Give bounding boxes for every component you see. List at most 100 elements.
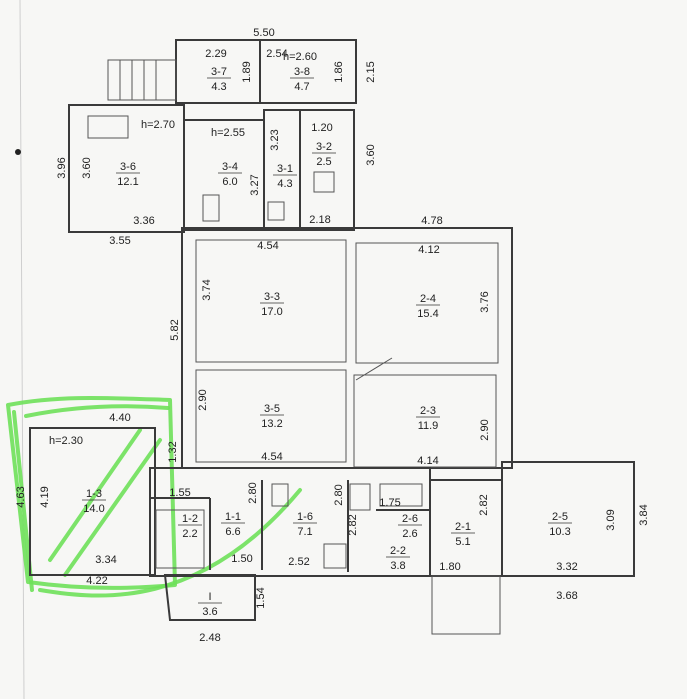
room-number: 2-6	[402, 513, 418, 525]
dimension-label: 3.36	[133, 215, 154, 227]
room-label-1-2: 1-22.2	[178, 513, 202, 540]
room-label-2-6: 2-62.6	[398, 513, 422, 540]
room-area: 17.0	[261, 306, 282, 318]
room-label-3-6: 3-612.1	[116, 161, 140, 188]
room-area: 2.6	[402, 528, 417, 540]
room-number: 2-4	[420, 293, 436, 305]
room-area: 5.1	[455, 536, 470, 548]
room-label-3-7: 3-74.3	[207, 66, 231, 93]
heater-icon	[271, 483, 289, 507]
room-area: 3.8	[390, 560, 405, 572]
room-number: I	[208, 591, 211, 603]
room-area: 10.3	[549, 526, 570, 538]
room-number: 3-3	[264, 291, 280, 303]
dimension-label: 4.40	[109, 412, 130, 424]
dimension-label: 3.60	[365, 144, 377, 165]
dimension-label: 5.82	[169, 319, 181, 340]
bathtub-icon-2	[379, 483, 423, 507]
bathtub-icon	[155, 509, 205, 569]
stove-icon-2	[323, 543, 347, 569]
room-area: 4.3	[211, 81, 226, 93]
room-label-3-5: 3-5 13.2	[260, 403, 284, 430]
dimension-label: 2.90	[197, 389, 209, 410]
room-area: 2.2	[182, 528, 197, 540]
dimension-label: 2.82	[478, 494, 490, 515]
vent-icon	[267, 201, 285, 221]
room-number: 1-1	[225, 511, 241, 523]
height-label: h=2.70	[141, 119, 175, 131]
room-number: 3-5	[264, 403, 280, 415]
room-number: 2-1	[455, 521, 471, 533]
dimension-label: 3.09	[605, 509, 617, 530]
room-number: 3-4	[222, 161, 238, 173]
room-area: 14.0	[83, 503, 104, 515]
room-area: 6.6	[225, 526, 240, 538]
room-label-3-1: 3-14.3	[273, 163, 297, 190]
dimension-label: 2.90	[479, 419, 491, 440]
dimension-label: 3.60	[81, 157, 93, 178]
room-number: 2-3	[420, 405, 436, 417]
room-label-1-3: 1-3 14.0	[82, 488, 106, 515]
dimension-label: 2.54	[266, 48, 287, 60]
boiler-icon	[349, 483, 371, 511]
dimension-label: 3.76	[479, 291, 491, 312]
dimension-label: 2.80	[333, 484, 345, 505]
dimension-label: 3.68	[556, 590, 577, 602]
room-label-I: I 3.6	[198, 591, 222, 618]
stove-icon	[87, 115, 129, 139]
room-area: 11.9	[418, 420, 439, 432]
dimension-label: 1.55	[169, 487, 190, 499]
dimension-label: 3.96	[56, 157, 68, 178]
room-label-2-5: 2-510.3	[548, 511, 572, 538]
dimension-label: 4.14	[417, 455, 438, 467]
room-label-3-8: 3-84.7	[290, 66, 314, 93]
dimension-label: 1.80	[439, 561, 460, 573]
dimension-label: 4.12	[418, 244, 439, 256]
dimension-label: 2.48	[199, 632, 220, 644]
room-label-1-6: 1-67.1	[293, 511, 317, 538]
dimension-label: 1.32	[167, 441, 179, 462]
room-area: 12.1	[117, 176, 138, 188]
dimension-label: 3.27	[249, 174, 261, 195]
room-number: 1-2	[182, 513, 198, 525]
room-number: 3-8	[294, 66, 310, 78]
room-area: 4.7	[294, 81, 309, 93]
dimension-label: 3.34	[95, 554, 116, 566]
dimension-label: 1.89	[241, 61, 253, 82]
room-area: 3.6	[202, 606, 217, 618]
room-number: 3-1	[277, 163, 293, 175]
room-area: 13.2	[261, 418, 282, 430]
height-label: h=2.60	[283, 51, 317, 63]
room-label-2-4: 2-415.4	[416, 293, 440, 320]
dimension-label: 4.19	[39, 486, 51, 507]
room-number: 1-3	[86, 488, 102, 500]
toilet-icon	[313, 171, 335, 193]
dimension-label: 5.50	[253, 27, 274, 39]
dimension-label: 3.32	[556, 561, 577, 573]
dimension-label: 3.55	[109, 235, 130, 247]
dimension-label: 3.74	[201, 279, 213, 300]
room-label-2-3: 2-3 11.9	[416, 405, 440, 432]
room-number: 1-6	[297, 511, 313, 523]
dimension-label: 4.63	[15, 486, 27, 507]
dimension-label: 2.29	[205, 48, 226, 60]
walls	[29, 39, 635, 635]
height-label: h=2.30	[49, 435, 83, 447]
room-number: 3-7	[211, 66, 227, 78]
dimension-label: 1.75	[379, 497, 400, 509]
green-highlight-marks	[6, 395, 302, 598]
dimension-label: 1.86	[333, 61, 345, 82]
dimension-label: 4.22	[86, 575, 107, 587]
dimension-label: 2.82	[347, 514, 359, 535]
dimension-label: 3.84	[638, 504, 650, 525]
room-label-3-2: 3-22.5	[312, 141, 336, 168]
room-area: 6.0	[222, 176, 237, 188]
room-label-3-4: 3-46.0	[218, 161, 242, 188]
room-label-2-1: 2-15.1	[451, 521, 475, 548]
room-label-2-2: 2-23.8	[386, 545, 410, 572]
dimension-label: 1.54	[255, 587, 267, 608]
room-area: 4.3	[277, 178, 292, 190]
room-number: 2-2	[390, 545, 406, 557]
